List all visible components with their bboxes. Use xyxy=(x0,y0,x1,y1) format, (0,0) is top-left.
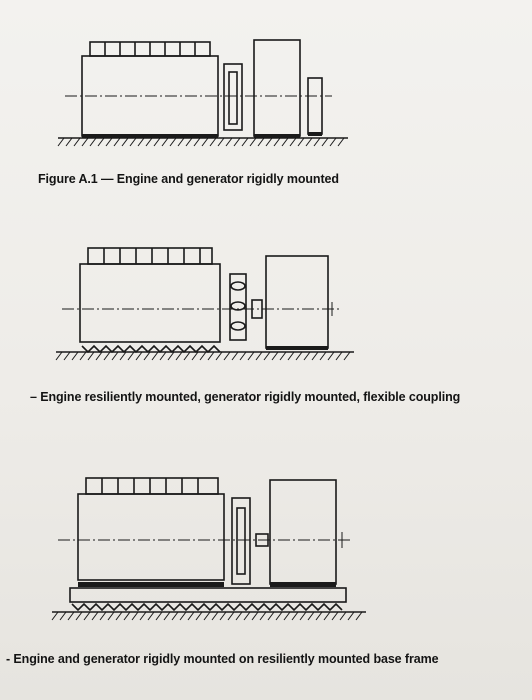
figure-3-diagram xyxy=(51,477,366,621)
generator xyxy=(269,479,337,585)
engine-block xyxy=(77,493,225,581)
base-frame xyxy=(69,587,347,603)
rigid-mount-engine xyxy=(82,134,218,138)
figure-3-caption: - Engine and generator rigidly mounted o… xyxy=(6,652,439,666)
resilient-mounts-engine xyxy=(81,344,221,354)
ground-hatch xyxy=(57,137,345,147)
figure-2-diagram xyxy=(55,247,354,361)
coupling xyxy=(231,497,251,585)
engine-cylinders xyxy=(87,247,213,265)
figure-a1-caption: Figure A.1 — Engine and generator rigidl… xyxy=(38,172,339,186)
ground-hatch xyxy=(55,351,351,361)
generator xyxy=(265,255,329,349)
coupling xyxy=(223,63,243,131)
rigid-mount-generator xyxy=(270,582,336,587)
generator xyxy=(253,39,301,137)
flexible-coupling xyxy=(229,273,247,341)
exciter xyxy=(307,77,323,135)
engine-block xyxy=(79,263,221,343)
rigid-mount-engine xyxy=(78,582,224,587)
ground-hatch xyxy=(51,611,363,621)
rigid-mount-generator xyxy=(254,134,300,138)
figure-a1-diagram xyxy=(57,39,348,147)
figure-2-caption: – Engine resiliently mounted, generator … xyxy=(30,390,461,404)
resilient-mounts-base-frame xyxy=(71,602,343,612)
rigid-mount-generator xyxy=(266,346,328,350)
